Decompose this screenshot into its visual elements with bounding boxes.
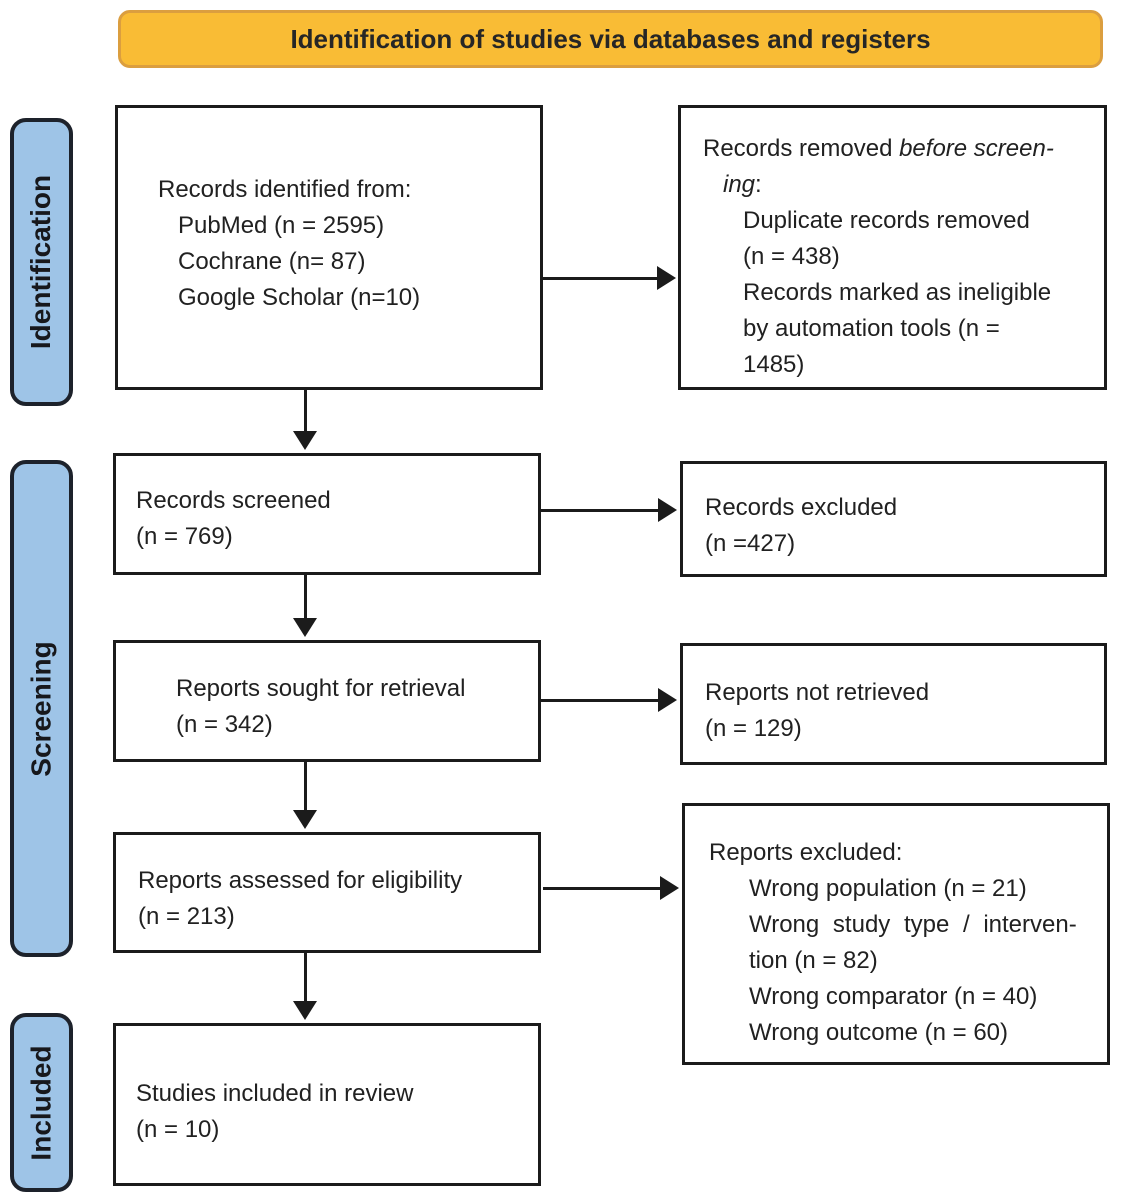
- arrow-identified-to-screened-head: [293, 431, 317, 450]
- arrow-sought-to-assessed-line: [304, 762, 307, 812]
- records-identified-item-cochrane: Cochrane (n= 87): [178, 248, 366, 275]
- reports-sought-label: Reports sought for retrieval: [176, 675, 466, 702]
- records-removed-item-line: by automation tools (n =: [743, 315, 1000, 342]
- records-removed-item-line: Duplicate records removed: [743, 207, 1030, 234]
- stage-label-included: Included: [10, 1013, 73, 1192]
- arrow-sought-to-assessed-head: [293, 810, 317, 829]
- arrow-assessed-to-included-line: [304, 953, 307, 1003]
- reports-assessed-label: Reports assessed for eligibility: [138, 867, 463, 894]
- box-records-identified: Records identified from: PubMed (n = 259…: [115, 105, 543, 390]
- records-removed-title-colon: :: [755, 171, 762, 198]
- records-removed-title-italic2: ing: [723, 171, 756, 198]
- reports-sought-count: (n = 342): [176, 711, 273, 738]
- records-identified-item-google-scholar: Google Scholar (n=10): [178, 284, 421, 311]
- reports-excluded-title: Reports excluded:: [709, 839, 903, 866]
- reports-excluded-item-line: Wrong comparator (n = 40): [749, 983, 1038, 1010]
- records-screened-label: Records screened: [136, 487, 331, 514]
- box-reports-not-retrieved: Reports not retrieved (n = 129): [680, 643, 1107, 765]
- arrow-screened-to-sought-head: [293, 618, 317, 637]
- records-excluded-label: Records excluded: [705, 494, 898, 521]
- arrow-identified-to-removed-head: [657, 266, 676, 290]
- arrow-screened-to-excluded-head: [658, 498, 677, 522]
- records-identified-item-pubmed: PubMed (n = 2595): [178, 212, 385, 239]
- banner-title: Identification of studies via databases …: [118, 10, 1103, 68]
- arrow-screened-to-sought-line: [304, 575, 307, 620]
- records-identified-title: Records identified from:: [158, 176, 412, 203]
- box-records-removed: Records removed before screen- ing: Dupl…: [678, 105, 1107, 390]
- reports-excluded-item-line: Wrong outcome (n = 60): [749, 1019, 1009, 1046]
- records-screened-count: (n = 769): [136, 523, 233, 550]
- reports-excluded-item-line: tion (n = 82): [749, 947, 878, 974]
- records-excluded-count: (n =427): [705, 530, 796, 557]
- box-reports-excluded: Reports excluded: Wrong population (n = …: [682, 803, 1110, 1065]
- records-removed-title-italic: before screen-: [899, 135, 1054, 162]
- stage-label-included-text: Included: [25, 1044, 57, 1161]
- arrow-identified-to-removed-line: [543, 277, 659, 280]
- arrow-assessed-to-included-head: [293, 1001, 317, 1020]
- stage-label-screening: Screening: [10, 460, 73, 957]
- box-records-screened: Records screened (n = 769): [113, 453, 541, 575]
- records-removed-item-line: Records marked as ineligible: [743, 279, 1052, 306]
- stage-label-identification-text: Identification: [25, 174, 57, 350]
- arrow-screened-to-excluded-line: [541, 509, 660, 512]
- arrow-identified-to-screened-line: [304, 390, 307, 433]
- reports-excluded-item-line: Wrong study type / interven-: [749, 911, 1077, 938]
- box-studies-included: Studies included in review (n = 10): [113, 1023, 541, 1186]
- reports-excluded-item-line: Wrong population (n = 21): [749, 875, 1027, 902]
- records-removed-item-line: 1485): [743, 351, 805, 378]
- records-removed-title-line1: Records removed before screen-: [703, 131, 1088, 167]
- box-reports-sought: Reports sought for retrieval (n = 342): [113, 640, 541, 762]
- records-removed-title-normal: Records removed: [703, 135, 900, 162]
- stage-label-identification: Identification: [10, 118, 73, 406]
- box-records-excluded: Records excluded (n =427): [680, 461, 1107, 577]
- arrow-assessed-to-reports-excluded-line: [543, 887, 662, 890]
- records-removed-item-line: (n = 438): [743, 243, 840, 270]
- studies-included-count: (n = 10): [136, 1116, 220, 1143]
- arrow-assessed-to-reports-excluded-head: [660, 876, 679, 900]
- studies-included-label: Studies included in review: [136, 1080, 414, 1107]
- stage-label-screening-text: Screening: [25, 640, 57, 777]
- arrow-sought-to-not-retrieved-line: [541, 699, 660, 702]
- reports-assessed-count: (n = 213): [138, 903, 235, 930]
- box-reports-assessed: Reports assessed for eligibility (n = 21…: [113, 832, 541, 953]
- arrow-sought-to-not-retrieved-head: [658, 688, 677, 712]
- records-removed-title-line2: ing:: [723, 167, 1088, 203]
- reports-not-retrieved-label: Reports not retrieved: [705, 679, 930, 706]
- reports-not-retrieved-count: (n = 129): [705, 715, 802, 742]
